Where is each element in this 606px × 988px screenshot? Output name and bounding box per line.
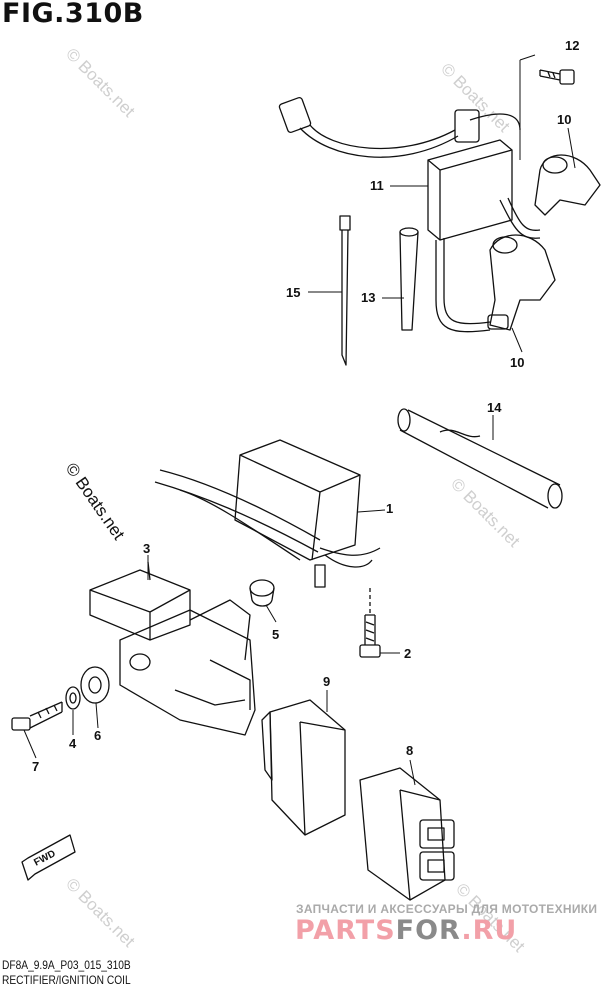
part-grommet-5[interactable]: [249, 579, 275, 607]
part-washer-4[interactable]: [65, 686, 81, 710]
callouts: 12 10 11 15 13 10 14 1 3 5 2 9 8 4 6 7: [32, 38, 579, 774]
callout-10[interactable]: 10: [557, 112, 571, 127]
part-tube-13[interactable]: [399, 227, 419, 331]
callout-4[interactable]: 4: [69, 736, 77, 751]
watermark: © Boats.net: [447, 474, 524, 551]
callout-10[interactable]: 10: [510, 355, 524, 370]
callout-15[interactable]: 15: [286, 285, 300, 300]
callout-13[interactable]: 13: [361, 290, 375, 305]
callout-7[interactable]: 7: [32, 759, 39, 774]
callout-1[interactable]: 1: [386, 501, 393, 516]
part-plug-cap-10-upper[interactable]: [534, 154, 601, 216]
callout-11[interactable]: 11: [370, 178, 384, 193]
figure-title: FIG.310B: [2, 0, 144, 29]
part-bracket-3[interactable]: [89, 561, 256, 736]
shop-tagline: ЗАПЧАСТИ И АКСЕССУАРЫ ДЛЯ МОТОТЕХНИКИ: [296, 902, 598, 916]
part-tube-14[interactable]: [397, 408, 563, 509]
part-cover-9[interactable]: [261, 699, 346, 836]
part-bolt-2[interactable]: [359, 614, 381, 658]
part-cdi-unit-8[interactable]: [359, 767, 455, 901]
part-cable-tie-15[interactable]: [339, 215, 351, 366]
callout-3[interactable]: 3: [143, 541, 150, 556]
watermarks: © Boats.net © Boats.net © Boats.net © Bo…: [62, 44, 529, 956]
callout-5[interactable]: 5: [272, 627, 279, 642]
watermark: © Boats.net: [62, 874, 139, 951]
callout-8[interactable]: 8: [406, 743, 413, 758]
part-grommet-6[interactable]: [80, 666, 110, 704]
callout-6[interactable]: 6: [94, 728, 101, 743]
model-code: DF8A_9.9A_P03_015_310B: [2, 958, 131, 972]
callout-12[interactable]: 12: [565, 38, 579, 53]
callout-14[interactable]: 14: [487, 400, 502, 415]
part-bolt-7[interactable]: [11, 701, 63, 731]
watermark-dark: © Boats.net: [62, 459, 129, 543]
callout-2[interactable]: 2: [404, 646, 411, 661]
watermark: © Boats.net: [62, 44, 139, 121]
part-rectifier-1[interactable]: [154, 439, 381, 615]
part-ignition-coil-11[interactable]: [278, 96, 541, 333]
figure-subtitle: RECTIFIER/IGNITION COIL: [2, 973, 131, 987]
fwd-arrow-icon: [21, 834, 76, 881]
leader-lines: [23, 54, 576, 786]
shop-logo-for: FOR: [395, 915, 462, 946]
fwd-label: FWD: [32, 848, 57, 868]
callout-9[interactable]: 9: [323, 674, 330, 689]
part-plug-cap-10-lower[interactable]: [487, 234, 556, 331]
shop-logo: PARTSFOR.RU: [295, 915, 517, 946]
shop-logo-ru: .RU: [461, 915, 518, 946]
shop-logo-parts: PARTS: [295, 915, 396, 946]
part-bolt-12[interactable]: [539, 69, 575, 85]
watermark: © Boats.net: [437, 59, 514, 136]
